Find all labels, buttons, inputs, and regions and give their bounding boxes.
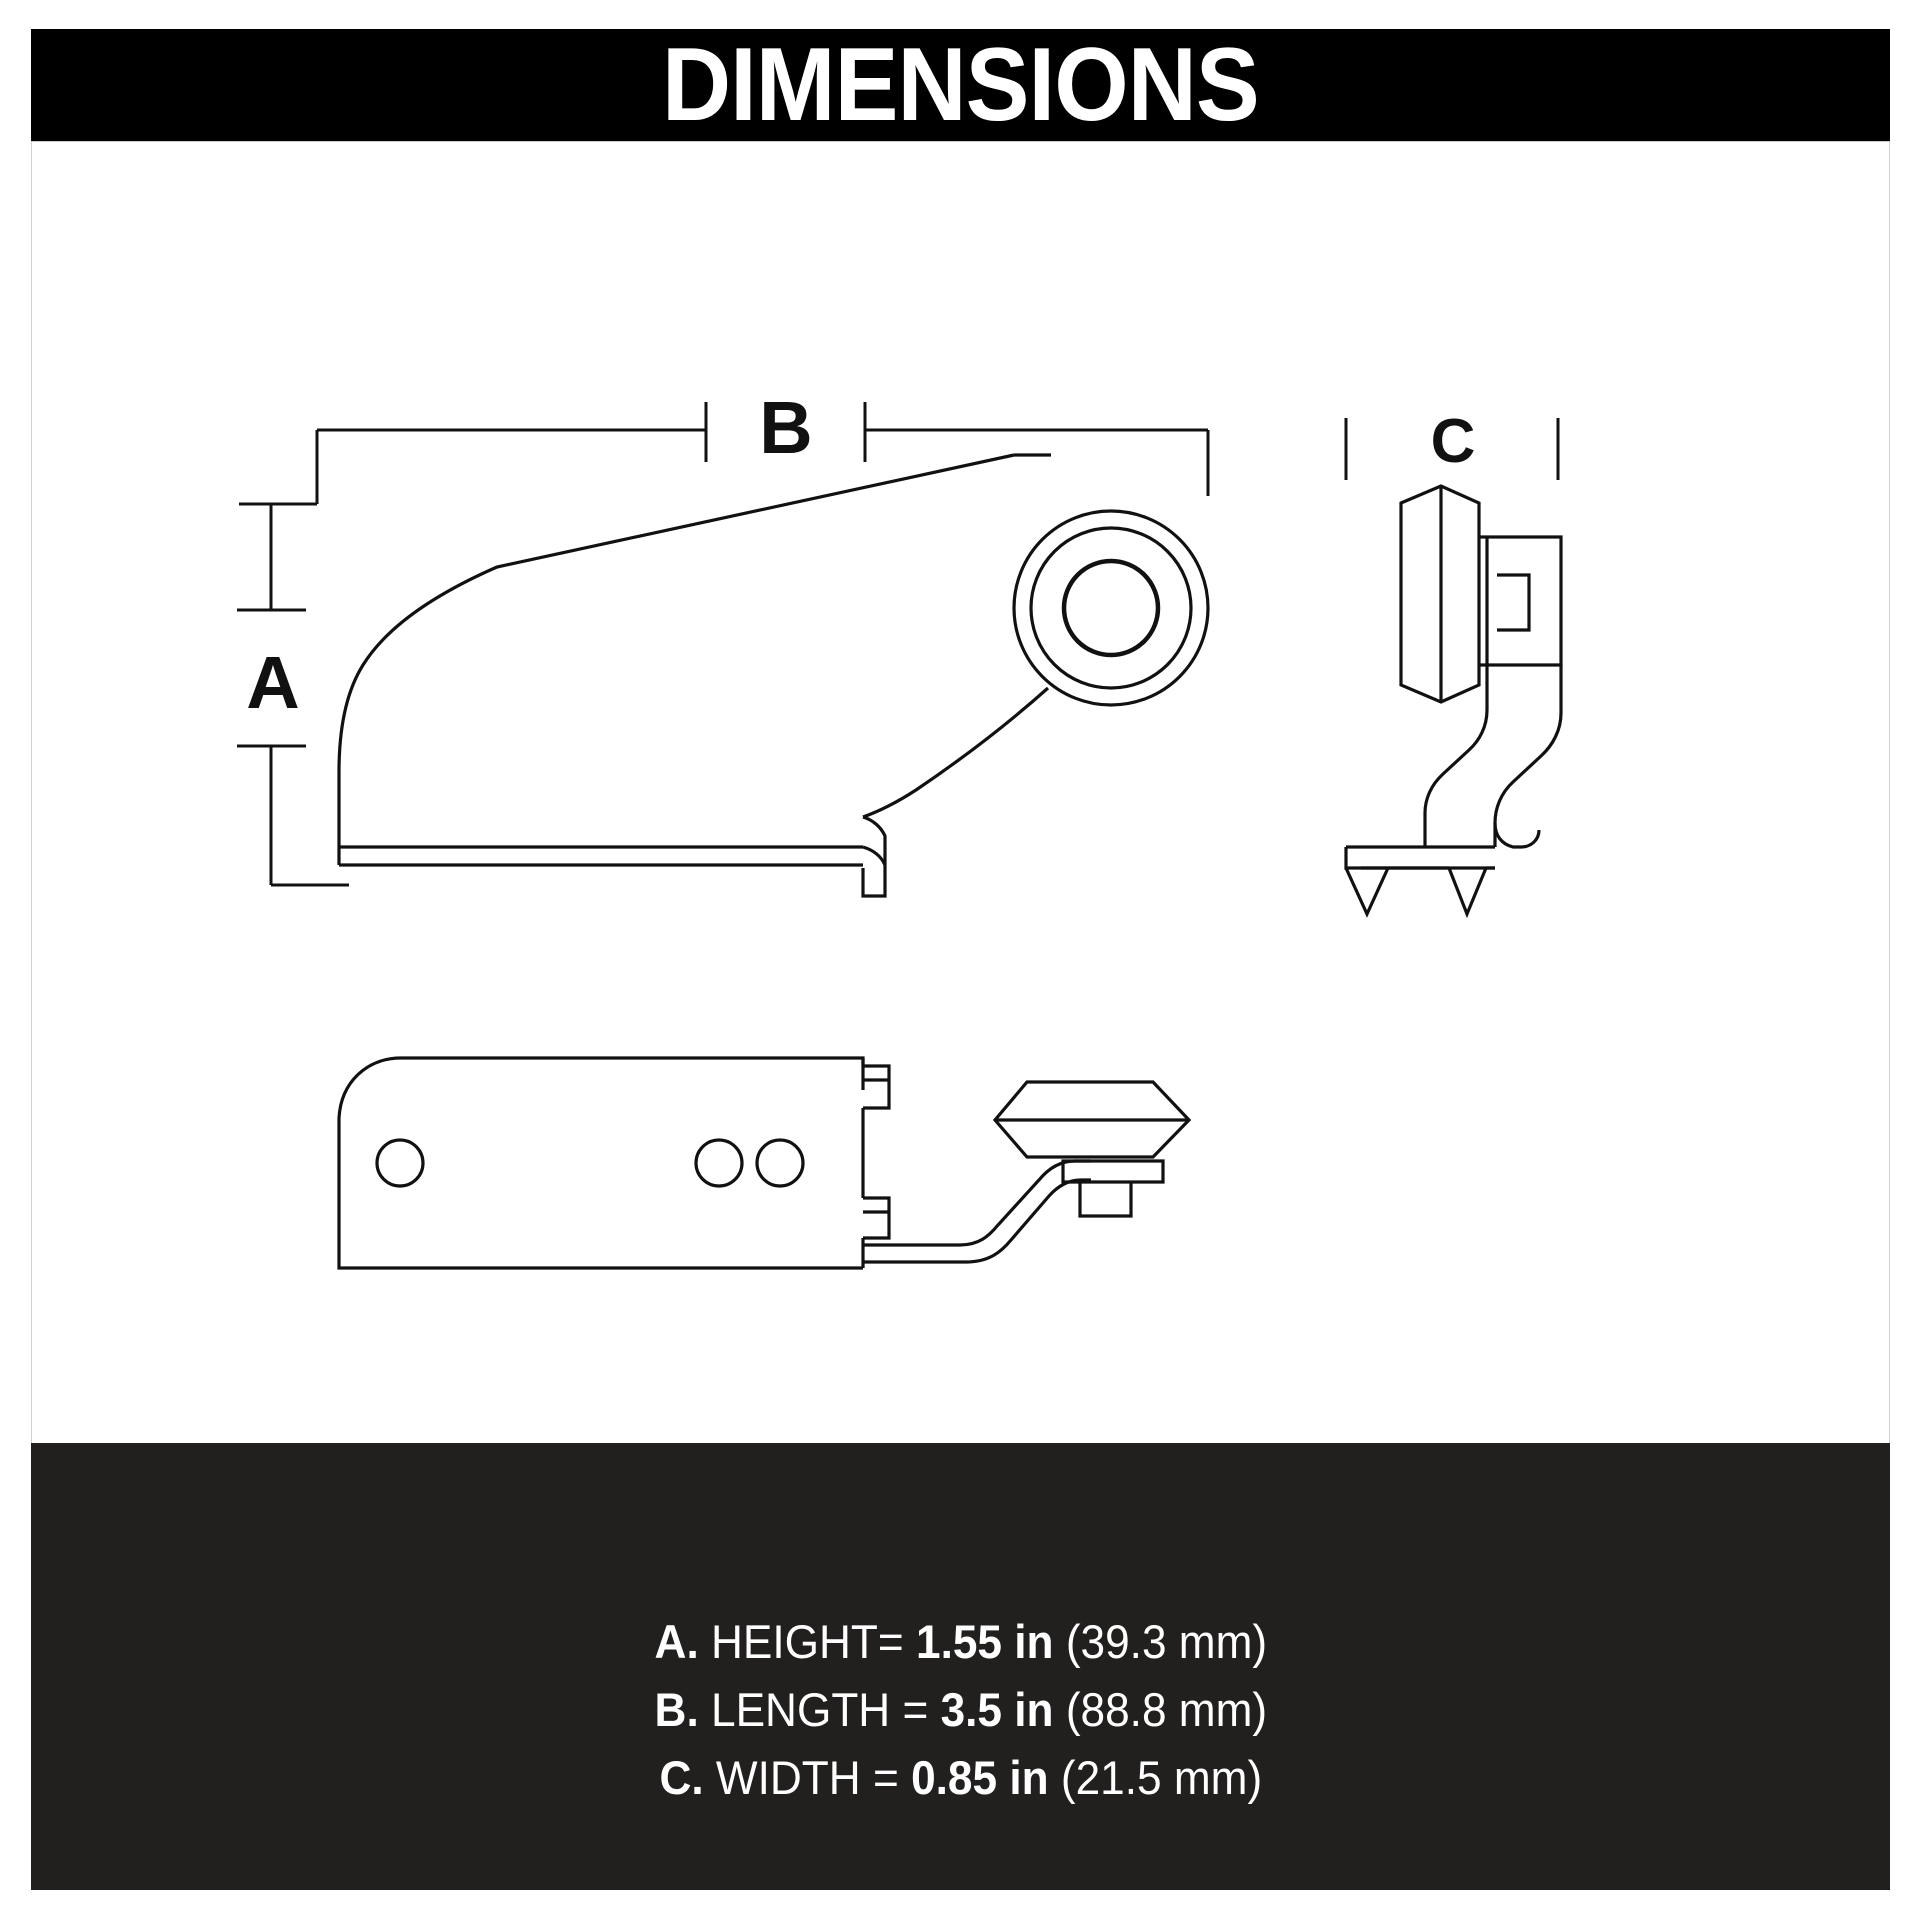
end-view-outline [1344, 484, 1563, 919]
spec-value-width: 0.85 in [910, 1750, 1049, 1804]
spec-row-length: B. LENGTH = 3.5 in (88.8 mm) [654, 1679, 1267, 1741]
dimension-label-c: C [1431, 407, 1476, 476]
side-view-outline [337, 453, 1051, 898]
spec-key-c: C. [659, 1750, 704, 1804]
dimension-line-a [237, 502, 349, 887]
spec-name-width: WIDTH = [715, 1750, 899, 1804]
spec-name-height: HEIGHT= [710, 1614, 904, 1668]
specs-list: A. HEIGHT= 1.55 in (39.3 mm) B. LENGTH =… [635, 1525, 1287, 1809]
spec-key-a: A. [654, 1614, 699, 1668]
dimension-line-b [315, 402, 1210, 504]
spec-value-height: 1.55 in [915, 1614, 1054, 1668]
spec-row-width: C. WIDTH = 0.85 in (21.5 mm) [654, 1747, 1267, 1809]
side-view-boss [1012, 509, 1210, 707]
page-title: DIMENSIONS [662, 29, 1260, 141]
technical-drawing-svg: B A C [237, 386, 1563, 1270]
plan-view-outline [337, 1056, 1192, 1270]
dimension-label-a: A [246, 641, 299, 724]
dimension-line-c [1344, 418, 1560, 480]
spec-key-b: B. [654, 1682, 699, 1736]
technical-drawing-area: B A C [31, 141, 1890, 1443]
plan-hole-left [375, 1138, 425, 1188]
spec-metric-width: (21.5 mm) [1060, 1750, 1262, 1804]
header-bar: DIMENSIONS [31, 29, 1890, 141]
spec-metric-length: (88.8 mm) [1065, 1682, 1267, 1736]
spec-row-height: A. HEIGHT= 1.55 in (39.3 mm) [654, 1611, 1267, 1673]
spec-metric-height: (39.3 mm) [1065, 1614, 1267, 1668]
dimension-label-b: B [759, 386, 812, 469]
spec-name-length: LENGTH = [710, 1682, 928, 1736]
plan-hole-right [755, 1138, 805, 1188]
dimensions-card: DIMENSIONS [31, 29, 1890, 1890]
plan-hole-mid [694, 1138, 744, 1188]
spec-value-length: 3.5 in [940, 1682, 1054, 1736]
specs-footer: A. HEIGHT= 1.55 in (39.3 mm) B. LENGTH =… [31, 1443, 1890, 1890]
